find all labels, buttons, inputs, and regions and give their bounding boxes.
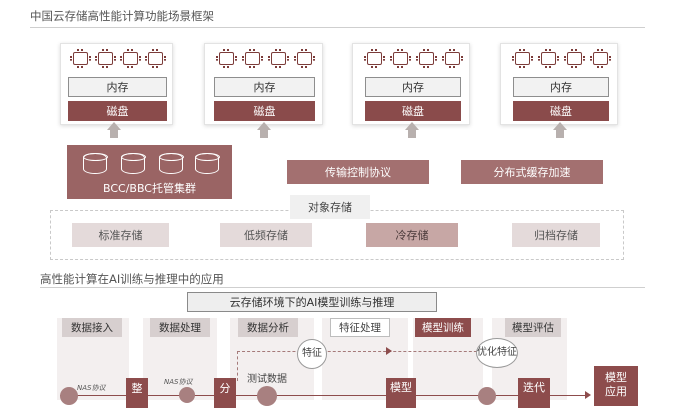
cpu-chip-icon	[590, 49, 611, 68]
up-arrow-icon	[257, 122, 271, 138]
database-icon	[82, 152, 108, 174]
bcc-bbc-cluster: BCC/BBC托管集群	[67, 145, 232, 199]
split-box: 分	[214, 378, 236, 408]
section-title-framework: 中国云存储高性能计算功能场景框架	[30, 9, 214, 23]
object-storage-label: 对象存储	[290, 195, 370, 219]
cpu-chip-icon	[294, 49, 315, 68]
nas-protocol-label: NAS协议	[77, 384, 106, 392]
cpu-chip-icon	[95, 49, 116, 68]
flow-dot	[478, 387, 496, 405]
feature-circle: 特征	[297, 339, 327, 369]
arrow-head-icon	[386, 347, 392, 355]
server-node-4: 内存 磁盘	[500, 43, 618, 125]
flow-line	[60, 395, 585, 396]
database-icon	[194, 152, 220, 174]
up-arrow-icon	[405, 122, 419, 138]
cpu-chip-icon	[512, 49, 533, 68]
server-node-3: 内存 磁盘	[352, 43, 470, 125]
stage-model-evaluation: 模型评估	[505, 318, 561, 337]
cpu-chip-icon	[442, 49, 463, 68]
transport-protocol-box: 传输控制协议	[287, 160, 429, 184]
up-arrow-icon	[107, 122, 121, 138]
cpu-chip-icon	[70, 49, 91, 68]
disk-label: 磁盘	[365, 101, 461, 121]
optimize-feature-circle: 优化特征	[476, 338, 518, 368]
tier-archive: 归档存储	[512, 223, 600, 247]
disk-label: 磁盘	[68, 101, 167, 121]
cpu-chip-icon	[268, 49, 289, 68]
stage-feature-processing: 特征处理	[330, 318, 390, 337]
database-icon	[120, 152, 146, 174]
cpu-chip-icon	[564, 49, 585, 68]
database-icon	[158, 152, 184, 174]
flow-line	[237, 351, 238, 381]
server-node-1: 内存 磁盘	[60, 43, 173, 125]
stage-data-processing: 数据处理	[150, 318, 210, 337]
stage-data-ingest: 数据接入	[62, 318, 122, 337]
title-underline	[30, 27, 645, 28]
nas-protocol-label: NAS协议	[164, 378, 193, 386]
model-box: 模型	[386, 378, 416, 408]
memory-label: 内存	[513, 77, 609, 97]
cluster-label: BCC/BBC托管集群	[102, 182, 196, 195]
tier-cold: 冷存储	[366, 223, 458, 247]
flow-dot	[257, 386, 277, 406]
model-application-box: 模型应用	[594, 366, 638, 406]
integrate-box: 整	[126, 378, 148, 408]
cpu-chip-icon	[120, 49, 141, 68]
distributed-cache-box: 分布式缓存加速	[461, 160, 603, 184]
title-underline	[40, 287, 645, 288]
ai-training-banner: 云存储环境下的AI模型训练与推理	[187, 292, 437, 312]
section-title-ai: 高性能计算在AI训练与推理中的应用	[40, 272, 224, 286]
cpu-chip-icon	[364, 49, 385, 68]
iterate-box: 迭代	[518, 378, 550, 408]
cpu-chip-icon	[538, 49, 559, 68]
flow-dot	[60, 387, 78, 405]
flow-line	[237, 351, 492, 352]
up-arrow-icon	[553, 122, 567, 138]
arrow-head-icon	[585, 391, 591, 399]
cpu-chip-icon	[216, 49, 237, 68]
cpu-chip-icon	[145, 49, 166, 68]
tier-infrequent: 低频存储	[220, 223, 312, 247]
cpu-chip-icon	[242, 49, 263, 68]
test-data-label: 测试数据	[247, 374, 287, 385]
tier-standard: 标准存储	[72, 223, 169, 247]
memory-label: 内存	[365, 77, 461, 97]
flow-dot	[179, 387, 195, 403]
memory-label: 内存	[214, 77, 315, 97]
cpu-chip-icon	[390, 49, 411, 68]
memory-label: 内存	[68, 77, 167, 97]
stage-data-analysis: 数据分析	[238, 318, 298, 337]
stage-model-training: 模型训练	[415, 318, 471, 337]
disk-label: 磁盘	[214, 101, 315, 121]
server-node-2: 内存 磁盘	[204, 43, 323, 125]
disk-label: 磁盘	[513, 101, 609, 121]
cpu-chip-icon	[416, 49, 437, 68]
